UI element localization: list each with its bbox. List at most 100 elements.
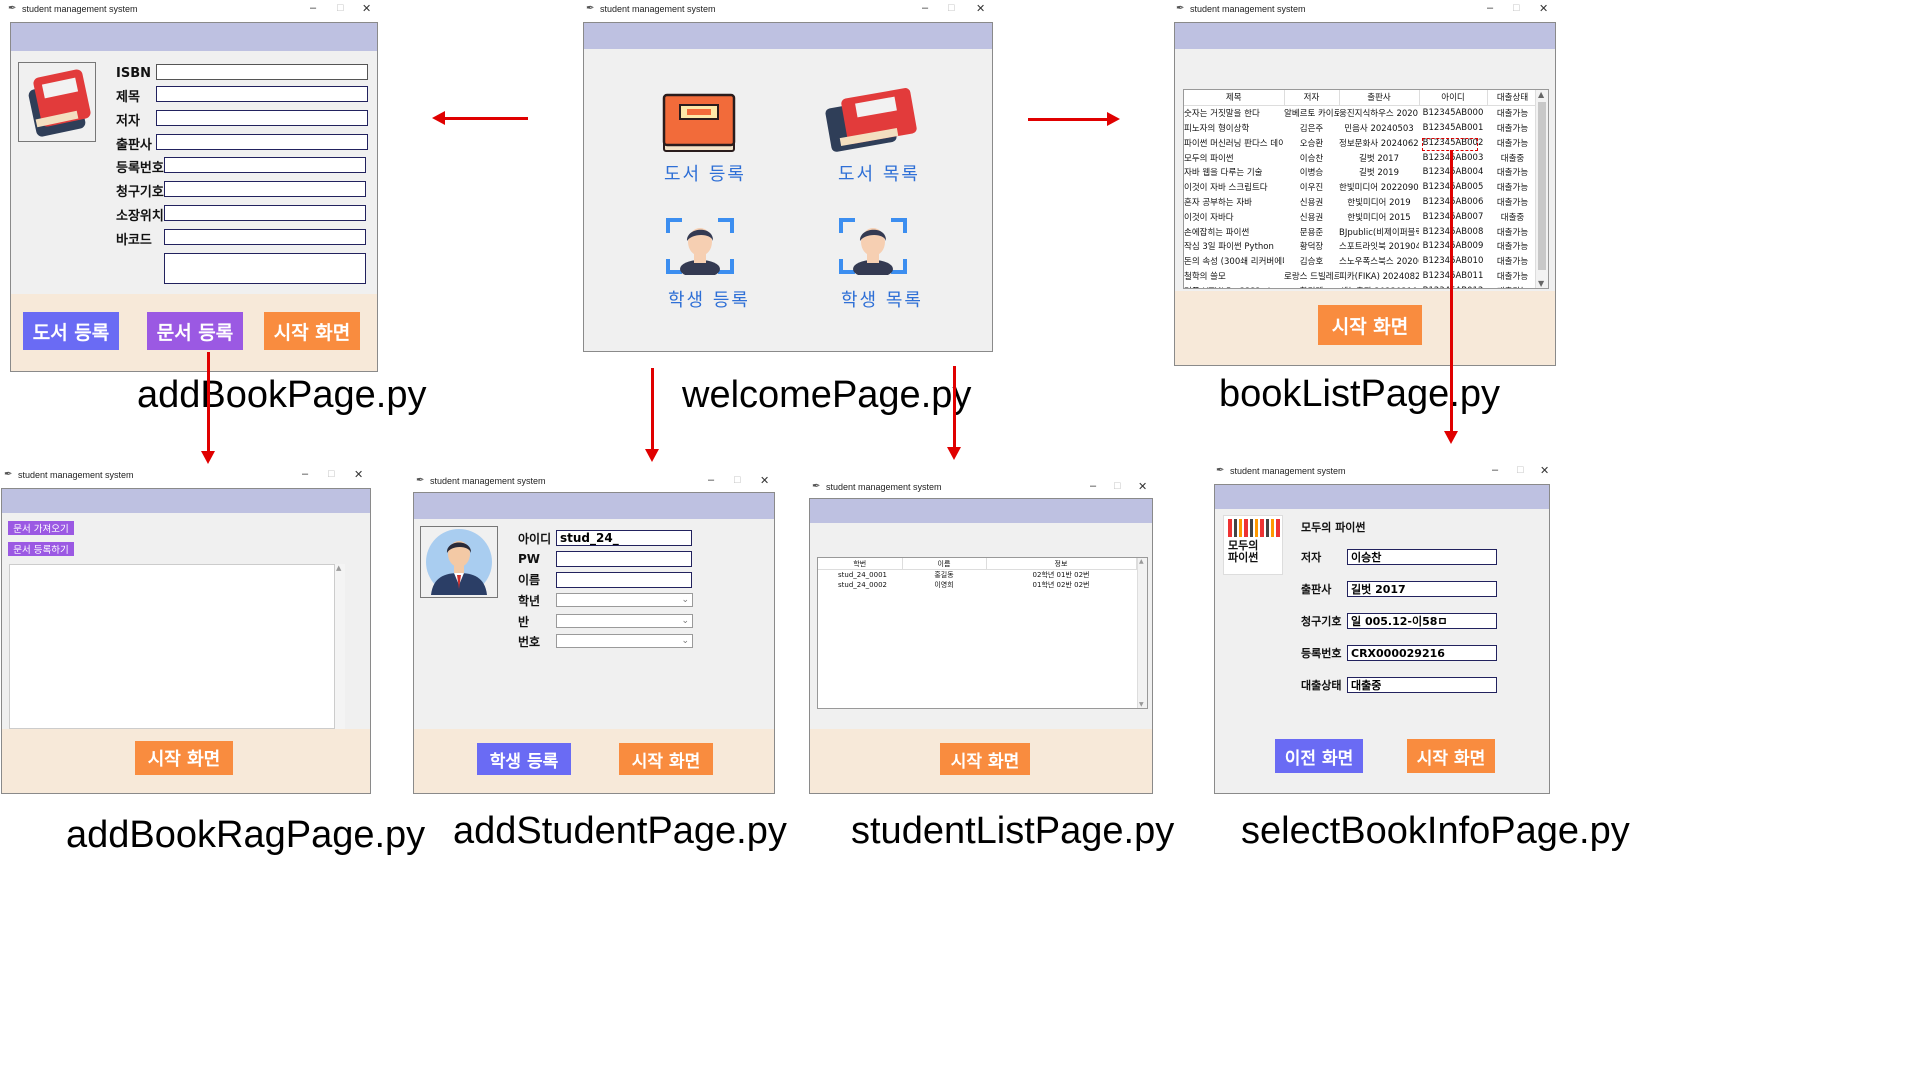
book-list-label[interactable]: 도서 목록 (838, 164, 920, 185)
publisher-field[interactable]: 길벗 2017 (1347, 581, 1497, 597)
maximize-button[interactable]: □ (1114, 480, 1121, 492)
name-field[interactable] (556, 572, 692, 588)
home-button[interactable]: 시작 화면 (135, 741, 233, 775)
minimize-button[interactable]: – (708, 474, 715, 486)
minimize-button[interactable]: – (1090, 480, 1097, 492)
call-number-field[interactable]: 일 005.12-이58ㅁ (1347, 613, 1497, 629)
minimize-button[interactable]: – (302, 468, 309, 480)
close-button[interactable]: ✕ (976, 3, 986, 15)
maximize-button[interactable]: □ (337, 2, 344, 14)
student-list-icon[interactable] (839, 217, 907, 278)
prev-page-button[interactable]: 이전 화면 (1275, 739, 1363, 773)
close-button[interactable]: ✕ (760, 475, 770, 487)
minimize-button[interactable]: – (1492, 464, 1499, 476)
minimize-button[interactable]: – (310, 2, 317, 14)
book-register-label[interactable]: 도서 등록 (664, 164, 746, 185)
home-button[interactable]: 시작 화면 (1407, 739, 1495, 773)
close-button[interactable]: ✕ (1540, 465, 1550, 477)
vertical-scrollbar[interactable]: ▲ ▼ (1137, 558, 1147, 708)
barcode-field[interactable] (164, 229, 366, 245)
student-register-label[interactable]: 학생 등록 (668, 290, 750, 311)
home-button[interactable]: 시작 화면 (619, 743, 713, 775)
author-field[interactable] (156, 110, 368, 126)
doc-register-button[interactable]: 문서 등록 (147, 312, 243, 350)
window-title: student management system (18, 470, 134, 480)
scroll-down-icon[interactable]: ▼ (1139, 701, 1144, 708)
document-text-area[interactable] (9, 564, 335, 729)
register-doc-button[interactable]: 문서 등록하기 (8, 542, 74, 556)
maximize-button[interactable]: □ (328, 468, 335, 480)
maximize-button[interactable]: □ (1513, 2, 1520, 14)
home-button[interactable]: 시작 화면 (1318, 305, 1422, 345)
grade-select[interactable]: ⌄ (556, 593, 693, 607)
student-register-icon[interactable] (666, 217, 734, 278)
pw-field[interactable] (556, 551, 692, 567)
minimize-button[interactable]: – (1487, 2, 1494, 14)
maximize-button[interactable]: □ (1517, 464, 1524, 476)
column-header[interactable]: 출판사 (1339, 90, 1420, 106)
minimize-button[interactable]: – (922, 2, 929, 14)
table-row[interactable]: 명품 HTML5+CSS3+Javascrip황기태생능출판 20220210B… (1184, 283, 1538, 288)
book-list-icon[interactable] (822, 87, 922, 155)
scroll-up-icon[interactable]: ▲ (336, 564, 342, 572)
home-button[interactable]: 시작 화면 (264, 312, 360, 350)
scroll-down-icon[interactable]: ▼ (1538, 279, 1545, 288)
loan-status-field[interactable]: 대출중 (1347, 677, 1497, 693)
student-list-label[interactable]: 학생 목록 (841, 290, 923, 311)
reg-number-field[interactable]: CRX000029216 (1347, 645, 1497, 661)
close-button[interactable]: ✕ (362, 3, 372, 15)
title-field[interactable] (156, 86, 368, 102)
isbn-field[interactable] (156, 64, 368, 80)
book-register-icon[interactable] (660, 91, 736, 153)
scroll-thumb[interactable] (1538, 102, 1546, 270)
publisher-field[interactable] (156, 134, 368, 150)
maximize-button[interactable]: □ (948, 2, 955, 14)
id-label: 아이디 (518, 532, 552, 546)
author-field[interactable]: 이승찬 (1347, 549, 1497, 565)
vertical-scrollbar[interactable]: ▲ ▼ (1535, 90, 1548, 288)
close-button[interactable]: ✕ (354, 469, 364, 481)
column-header[interactable]: 이름 (902, 558, 987, 570)
column-header[interactable]: 아이디 (1419, 90, 1488, 106)
chevron-down-icon[interactable]: ⌄ (681, 636, 689, 646)
text-area-scrollbar[interactable]: ▲ (335, 564, 345, 729)
class-select[interactable]: ⌄ (556, 614, 693, 628)
column-header[interactable]: 대출상태 (1487, 90, 1539, 106)
home-button[interactable]: 시작 화면 (940, 743, 1030, 775)
number-select[interactable]: ⌄ (556, 634, 693, 648)
close-button[interactable]: ✕ (1138, 481, 1148, 493)
maximize-button[interactable]: □ (734, 474, 741, 486)
student-register-button[interactable]: 학생 등록 (477, 743, 571, 775)
chevron-down-icon[interactable]: ⌄ (681, 595, 689, 605)
column-header[interactable]: 학번 (818, 558, 903, 570)
id-field[interactable]: stud_24_ (556, 530, 692, 546)
column-header[interactable]: 제목 (1184, 90, 1285, 106)
scroll-up-icon[interactable]: ▲ (1538, 90, 1545, 99)
column-header[interactable]: 정보 (986, 558, 1137, 570)
close-button[interactable]: ✕ (1539, 3, 1549, 15)
column-header[interactable]: 저자 (1284, 90, 1340, 106)
fetch-doc-button[interactable]: 문서 가져오기 (8, 521, 74, 535)
chevron-down-icon[interactable]: ⌄ (681, 616, 689, 626)
location-field[interactable] (164, 205, 366, 221)
scroll-up-icon[interactable]: ▲ (1139, 558, 1144, 565)
reg-number-field[interactable] (164, 157, 366, 173)
book-register-button[interactable]: 도서 등록 (23, 312, 119, 350)
call-number-field[interactable] (164, 181, 366, 197)
